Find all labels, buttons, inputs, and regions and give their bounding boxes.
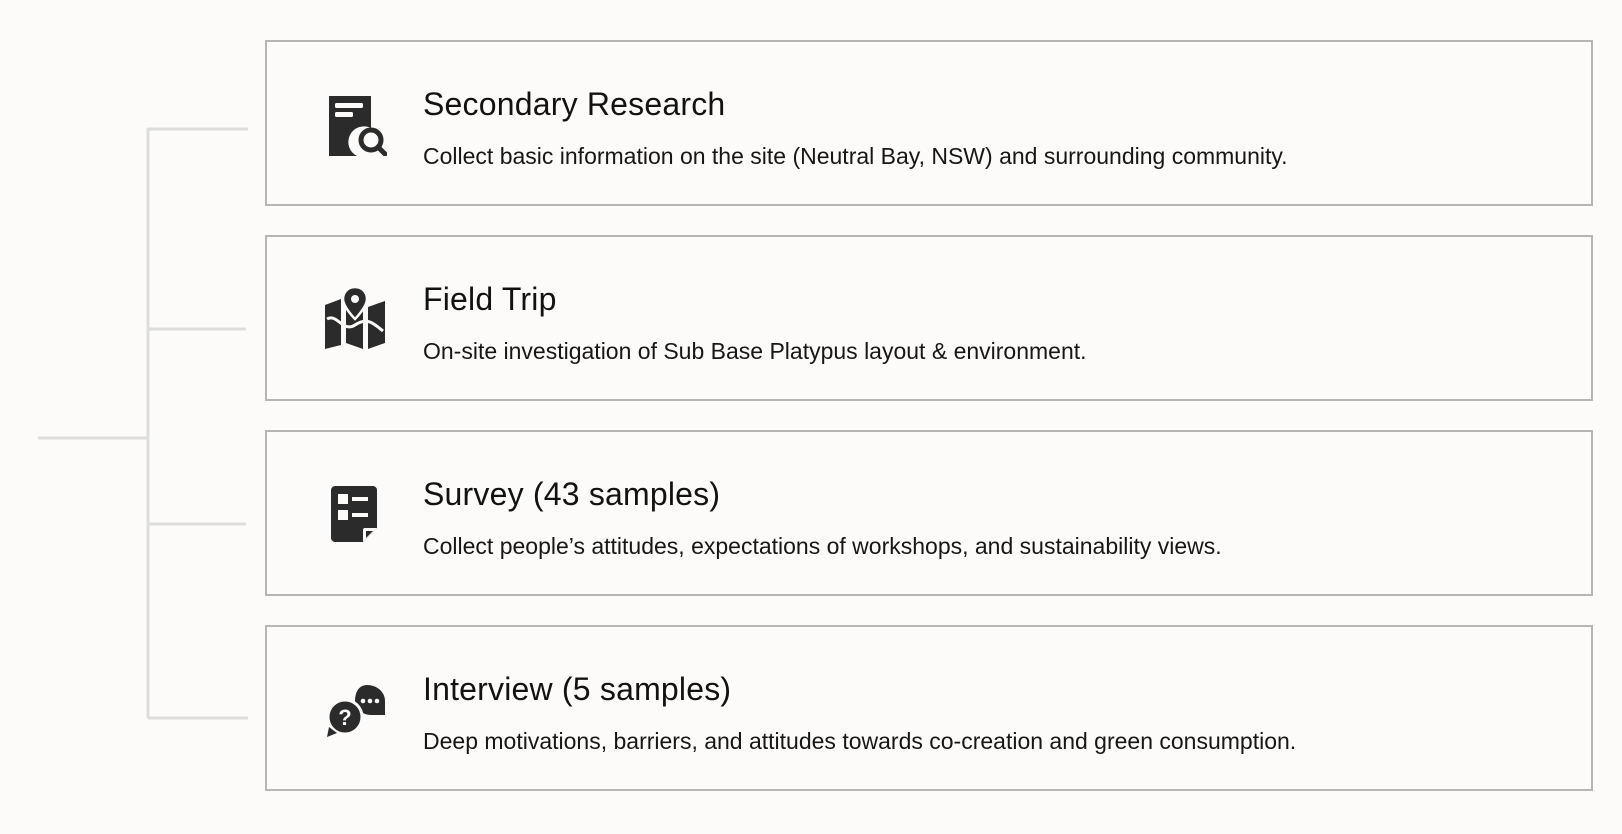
method-card-secondary-research: Secondary Research Collect basic informa… bbox=[265, 40, 1593, 206]
method-title: Secondary Research bbox=[423, 86, 726, 122]
method-card-field-trip: Field Trip On-site investigation of Sub … bbox=[265, 235, 1593, 401]
method-title: Field Trip bbox=[423, 281, 557, 317]
method-description: On-site investigation of Sub Base Platyp… bbox=[423, 338, 1087, 364]
chat-question-icon: ? bbox=[326, 685, 385, 737]
svg-text:?: ? bbox=[338, 705, 351, 730]
method-description: Collect people’s attitudes, expectations… bbox=[423, 533, 1222, 559]
survey-checklist-icon bbox=[331, 486, 377, 542]
method-title: Interview (5 samples) bbox=[423, 671, 732, 707]
method-description: Collect basic information on the site (N… bbox=[423, 143, 1288, 169]
method-title: Survey (43 samples) bbox=[423, 476, 721, 512]
method-card-survey: Survey (43 samples) Collect people’s att… bbox=[265, 430, 1593, 596]
method-description: Deep motivations, barriers, and attitude… bbox=[423, 728, 1297, 754]
map-pin-icon bbox=[325, 287, 385, 349]
method-card-interview: ? Interview (5 samples) Deep motivations… bbox=[265, 625, 1593, 791]
document-search-icon bbox=[329, 96, 387, 156]
